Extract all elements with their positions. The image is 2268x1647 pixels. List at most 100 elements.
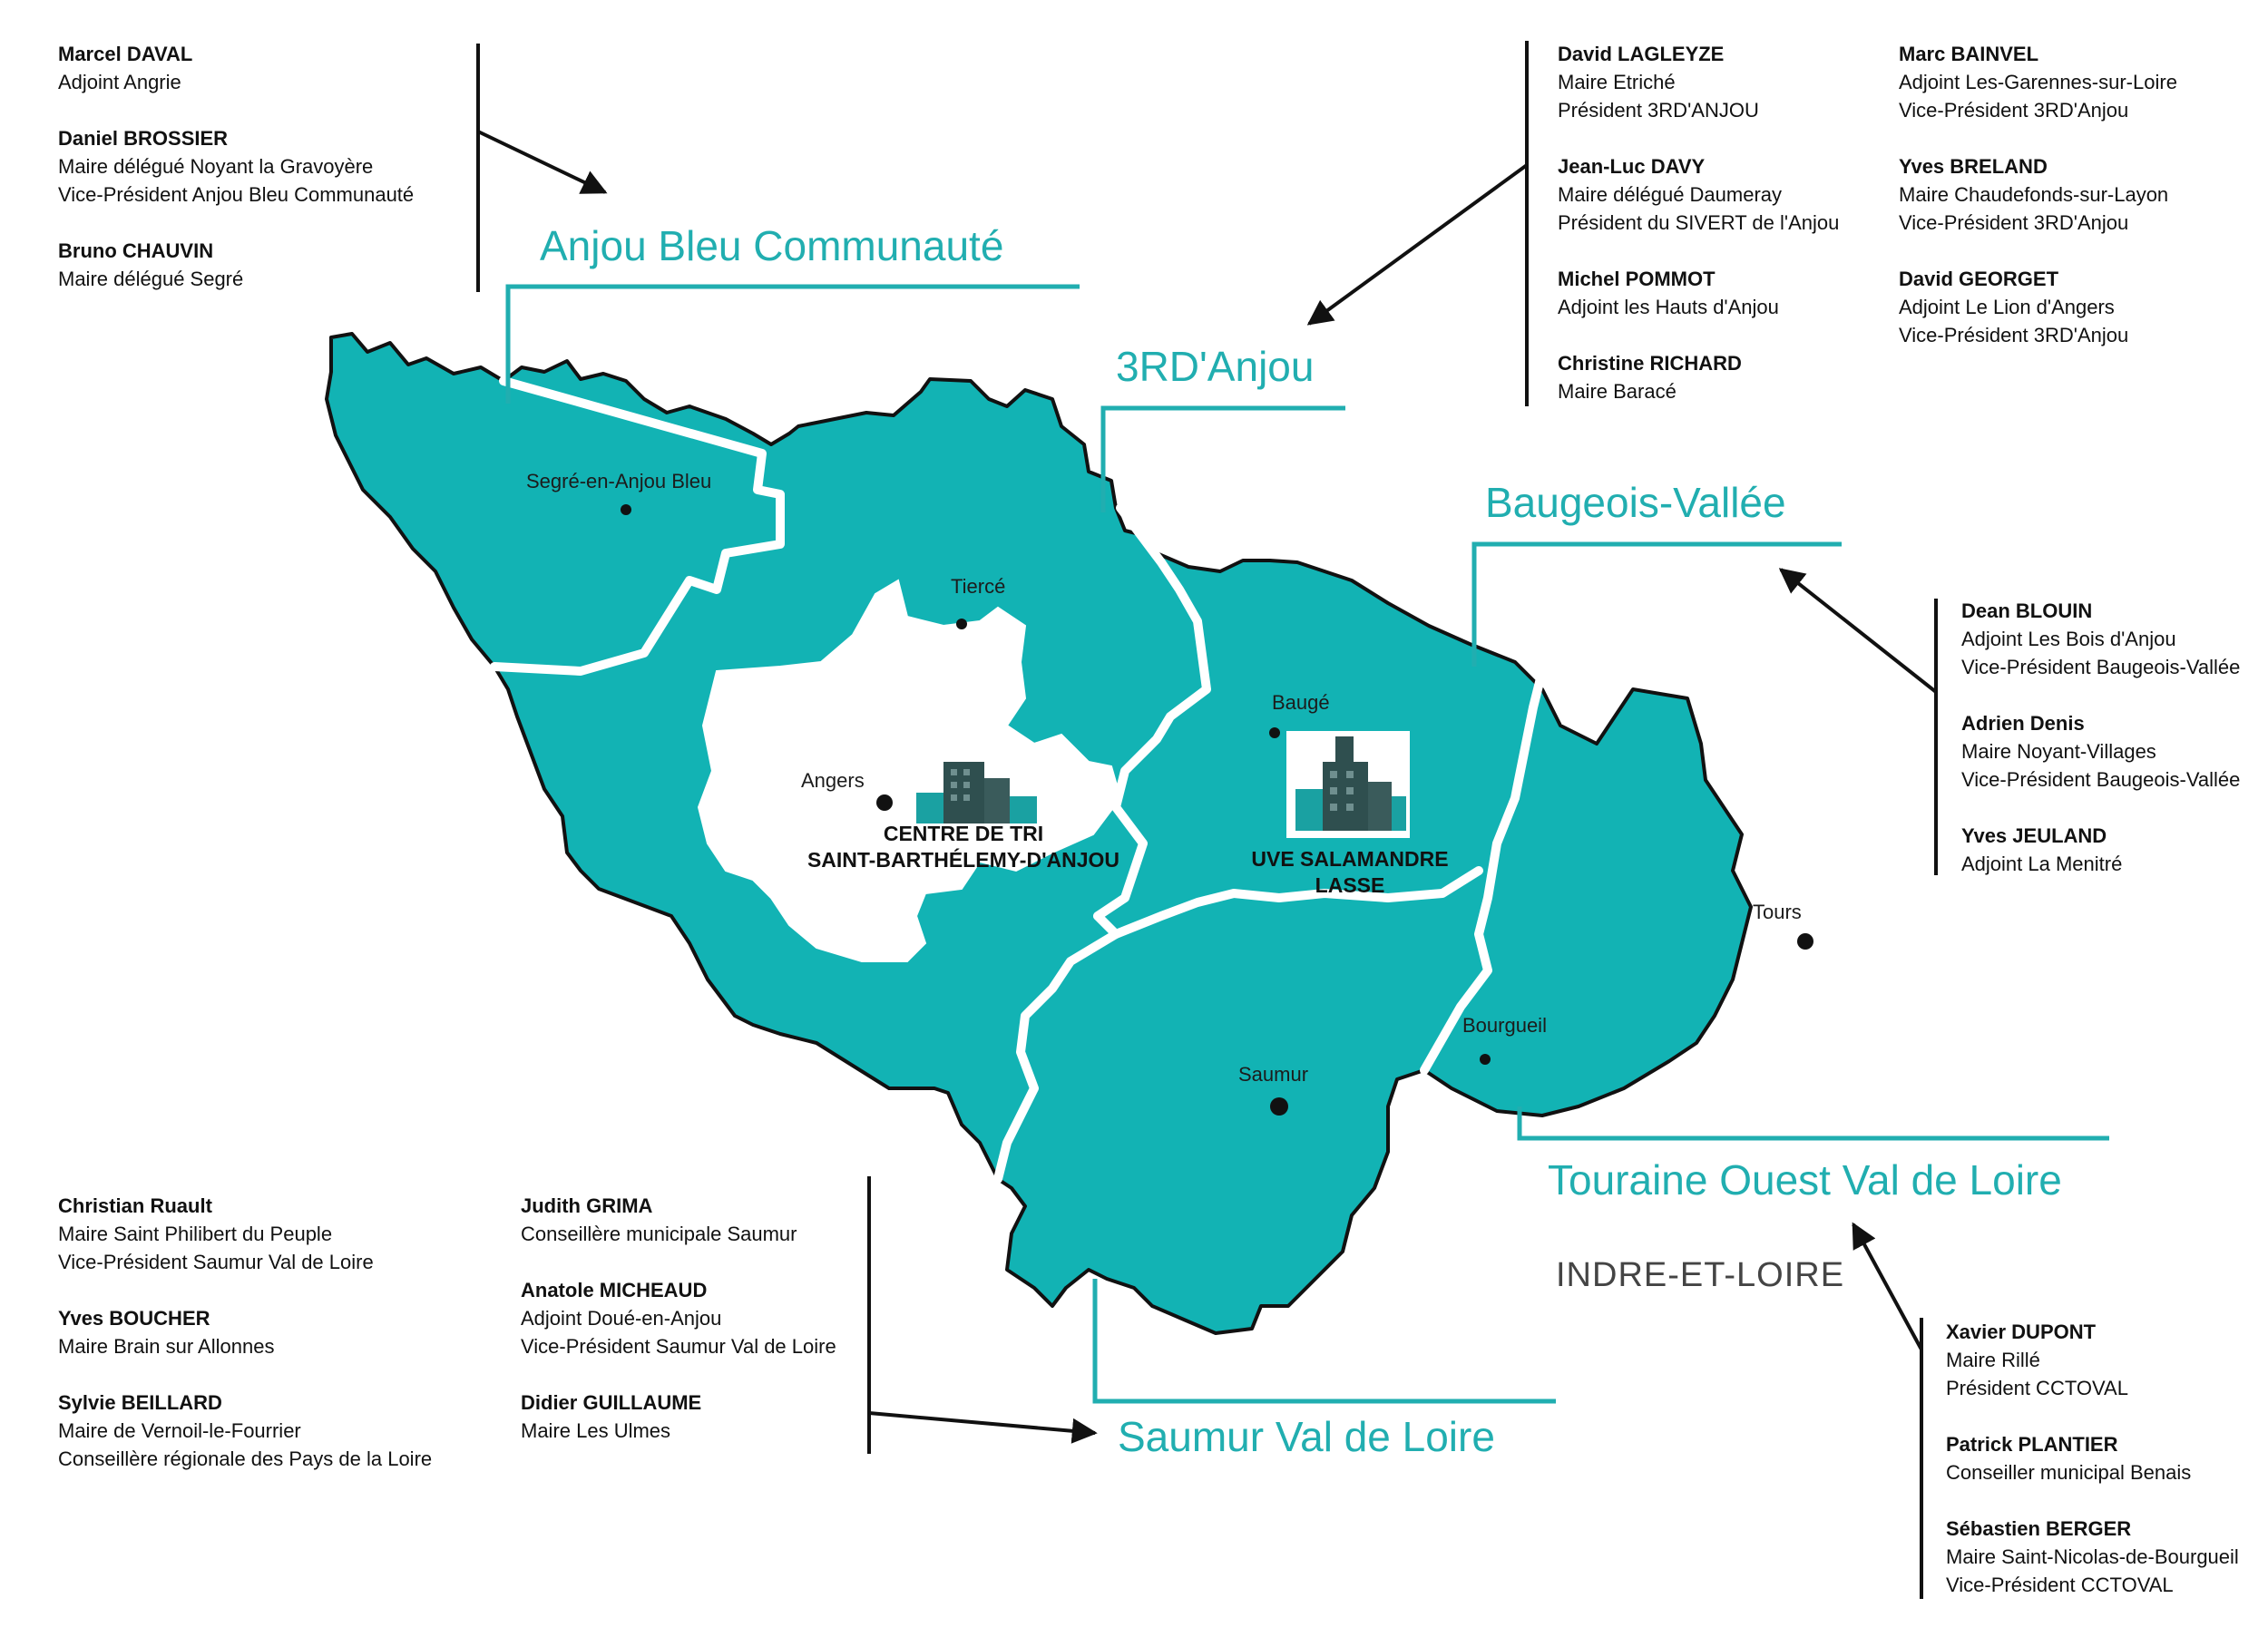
official-name: Marcel DAVAL bbox=[58, 43, 193, 65]
official-name: Judith GRIMA bbox=[521, 1194, 653, 1217]
city-dot-saumur bbox=[1270, 1097, 1288, 1116]
facility-uve-line1: UVE SALAMANDRE bbox=[1251, 847, 1448, 871]
baugeois-bracket bbox=[1471, 541, 1842, 667]
official-role: Adjoint Les Bois d'Anjou bbox=[1961, 628, 2176, 650]
official-role: Maire de Vernoil-le-Fourrier bbox=[58, 1419, 301, 1442]
official-role: Vice-Président Saumur Val de Loire bbox=[521, 1335, 836, 1358]
official-role: Maire Noyant-Villages bbox=[1961, 740, 2156, 763]
official-name: David LAGLEYZE bbox=[1558, 43, 1725, 65]
arrow-baugeois bbox=[1778, 568, 1938, 694]
official-role: Adjoint Les-Garennes-sur-Loire bbox=[1899, 71, 2177, 93]
official-role: Président 3RD'ANJOU bbox=[1558, 99, 1759, 122]
official-name: Sébastien BERGER bbox=[1946, 1517, 2132, 1540]
arrow-anjou-bleu bbox=[477, 130, 608, 194]
3rd-anjou-bracket bbox=[1100, 405, 1345, 512]
factory-icon bbox=[916, 762, 1037, 824]
official-name: Yves BOUCHER bbox=[58, 1307, 210, 1330]
border-baugeois-saumur bbox=[1111, 866, 1483, 939]
official-role: Adjoint Angrie bbox=[58, 71, 181, 93]
official-name: Xavier DUPONT bbox=[1946, 1321, 2097, 1343]
official-role: Conseillère municipale Saumur bbox=[521, 1223, 797, 1245]
city-dot-angers bbox=[876, 794, 893, 811]
city-label-saumur: Saumur bbox=[1238, 1063, 1308, 1086]
region-label-baugeois: Baugeois-Vallée bbox=[1485, 479, 1786, 526]
city-dot-tours bbox=[1797, 933, 1813, 950]
facility-uve-line2: LASSE bbox=[1315, 873, 1385, 897]
anjou-bleu-bracket bbox=[505, 284, 1080, 404]
official-role: Adjoint les Hauts d'Anjou bbox=[1558, 296, 1779, 318]
official-name: Michel POMMOT bbox=[1558, 268, 1716, 290]
city-dot-bourgueil bbox=[1480, 1054, 1491, 1065]
official-name: Yves BRELAND bbox=[1899, 155, 2048, 178]
official-entry: Michel POMMOT Adjoint les Hauts d'Anjou bbox=[1558, 265, 1839, 321]
touraine-bracket bbox=[1517, 1106, 2109, 1141]
official-name: Bruno CHAUVIN bbox=[58, 239, 214, 262]
official-role: Vice-Président Baugeois-Vallée bbox=[1961, 768, 2241, 791]
facility-tri-line2: SAINT-BARTHÉLEMY-D'ANJOU bbox=[807, 847, 1119, 872]
official-name: Sylvie BEILLARD bbox=[58, 1391, 222, 1414]
official-role: Adjoint La Menitré bbox=[1961, 853, 2123, 875]
arrow-touraine bbox=[1852, 1222, 1923, 1350]
official-role: Vice-Président 3RD'Anjou bbox=[1899, 99, 2129, 122]
official-role: Maire Saint-Nicolas-de-Bourgueil bbox=[1946, 1545, 2239, 1568]
official-role: Vice-Président Baugeois-Vallée bbox=[1961, 656, 2241, 678]
official-entry: Yves JEULAND Adjoint La Menitré bbox=[1961, 822, 2240, 878]
border-anjou-bleu-3rd bbox=[490, 376, 785, 676]
official-entry: Marcel DAVAL Adjoint Angrie bbox=[58, 40, 414, 96]
official-role: Maire Chaudefonds-sur-Layon bbox=[1899, 183, 2169, 206]
official-name: Dean BLOUIN bbox=[1961, 599, 2093, 622]
arrow-saumur bbox=[868, 1411, 1098, 1444]
official-name: Yves JEULAND bbox=[1961, 824, 2107, 847]
official-entry: Bruno CHAUVIN Maire délégué Segré bbox=[58, 237, 414, 293]
official-name: Jean-Luc DAVY bbox=[1558, 155, 1706, 178]
official-role: Maire délégué Segré bbox=[58, 268, 244, 290]
saumur-bracket bbox=[1092, 1279, 1556, 1404]
official-entry: Judith GRIMA Conseillère municipale Saumu… bbox=[521, 1192, 836, 1248]
official-role: Adjoint Le Lion d'Angers bbox=[1899, 296, 2115, 318]
official-role: Vice-Président Anjou Bleu Communauté bbox=[58, 183, 415, 206]
factory-icon bbox=[1295, 736, 1406, 831]
official-role: Vice-Président Saumur Val de Loire bbox=[58, 1251, 374, 1273]
border-baugeois-touraine bbox=[1420, 667, 1547, 1075]
official-role: Maire délégué Noyant la Gravoyère bbox=[58, 155, 374, 178]
official-name: Anatole MICHEAUD bbox=[521, 1279, 708, 1301]
city-label-bauge: Baugé bbox=[1272, 691, 1330, 714]
official-role: Maire Etriché bbox=[1558, 71, 1676, 93]
official-entry: Sébastien BERGER Maire Saint-Nicolas-de-B… bbox=[1946, 1515, 2239, 1599]
border-3rd-saumur bbox=[993, 911, 1120, 1184]
official-role: Maire Baracé bbox=[1558, 380, 1677, 403]
official-role: Adjoint Doué-en-Anjou bbox=[521, 1307, 722, 1330]
official-role: Maire délégué Daumeray bbox=[1558, 183, 1783, 206]
official-role: Vice-Président 3RD'Anjou bbox=[1899, 211, 2129, 234]
city-dot-segre bbox=[621, 504, 631, 515]
arrow-3rd-anjou bbox=[1306, 163, 1529, 326]
officials-saumur-right: Judith GRIMA Conseillère municipale Saumu… bbox=[521, 1192, 836, 1445]
official-role: Conseillère régionale des Pays de la Loi… bbox=[58, 1447, 433, 1470]
official-role: Maire Saint Philibert du Peuple bbox=[58, 1223, 333, 1245]
city-dot-bauge bbox=[1269, 727, 1280, 738]
city-label-angers: Angers bbox=[801, 769, 865, 792]
official-role: Maire Rillé bbox=[1946, 1349, 2040, 1371]
city-dot-tierce bbox=[956, 619, 967, 629]
department-label: INDRE-ET-LOIRE bbox=[1556, 1256, 1844, 1294]
angers-zone bbox=[697, 579, 1122, 962]
official-role: Conseiller municipal Benais bbox=[1946, 1461, 2192, 1484]
region-label-saumur: Saumur Val de Loire bbox=[1118, 1413, 1495, 1460]
city-label-bourgueil: Bourgueil bbox=[1462, 1014, 1547, 1037]
